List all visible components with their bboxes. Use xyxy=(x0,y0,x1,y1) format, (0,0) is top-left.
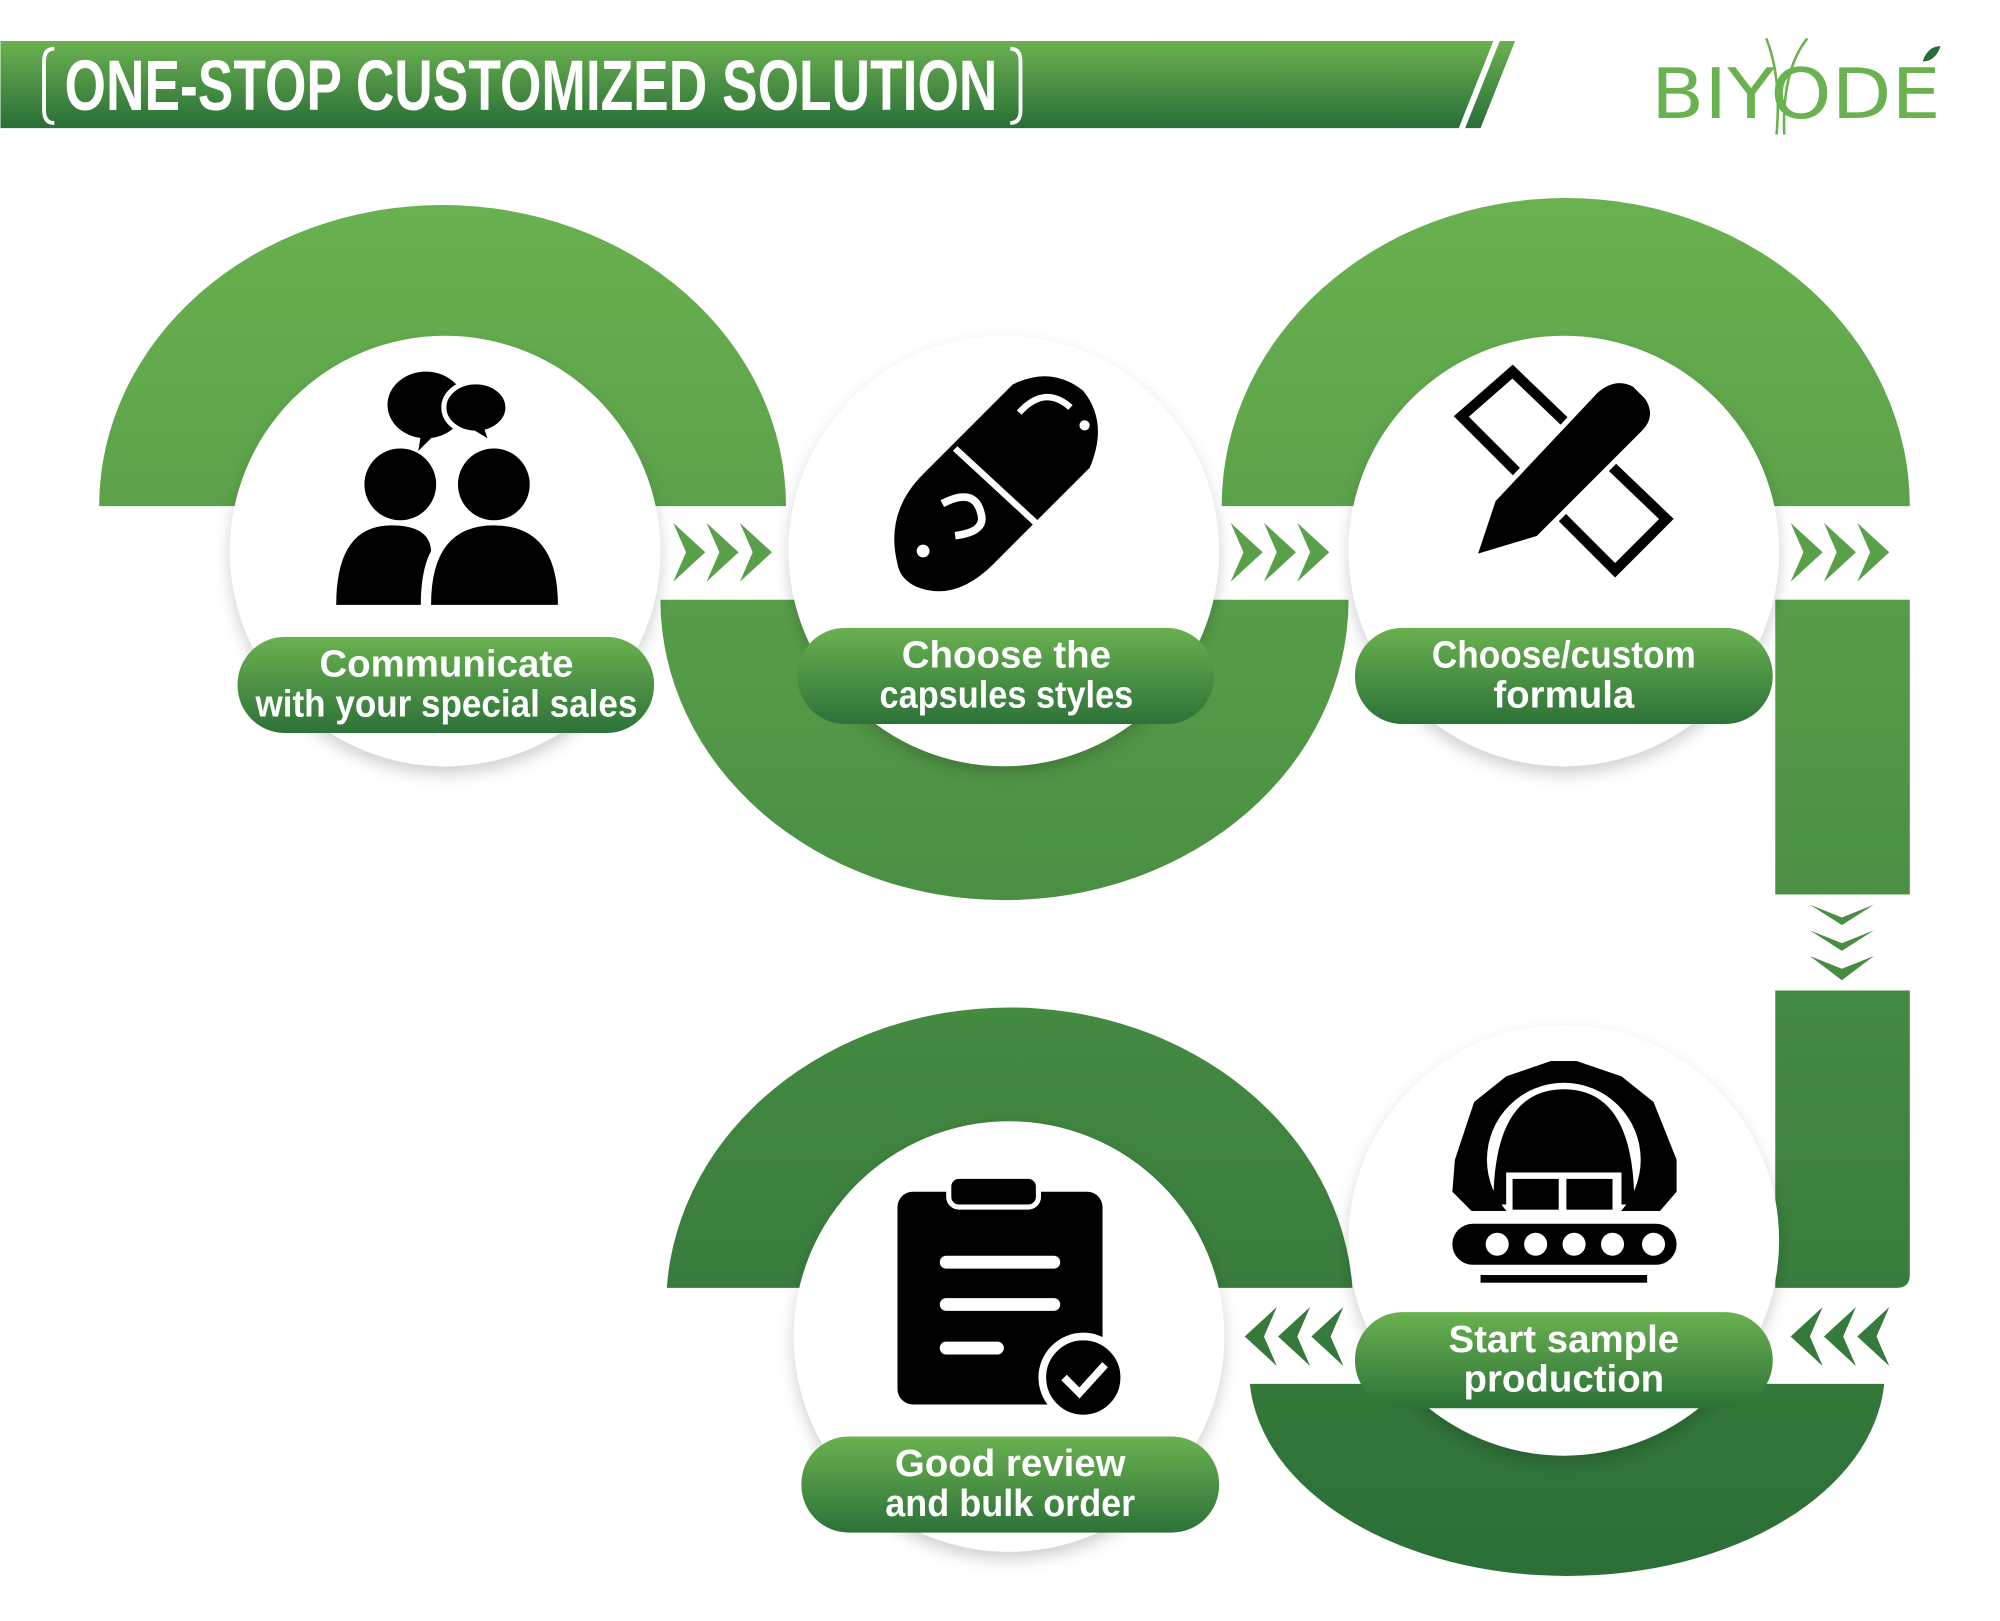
step-label-4: Start sample production xyxy=(1354,1312,1773,1409)
step-1-line-2: with your special sales xyxy=(255,682,638,725)
step-3-line-1: Choose/custom xyxy=(1432,634,1696,677)
chevron-right-icon xyxy=(1230,522,1330,582)
logo-text: BIYODE xyxy=(1651,55,1941,135)
right-bracket xyxy=(1010,46,1023,125)
clipboard-check-icon xyxy=(897,1173,1129,1423)
chevron-left-icon xyxy=(1790,1307,1890,1366)
chevron-right-icon xyxy=(673,522,772,582)
capsule-icon xyxy=(894,376,1098,592)
step-label-1: Communicate with your special sales xyxy=(237,636,655,733)
step-label-2: Choose the capsules styles xyxy=(797,627,1214,725)
header-banner: ONE-STOP CUSTOMIZED SOLUTION xyxy=(0,41,1516,129)
page-title: ONE-STOP CUSTOMIZED SOLUTION xyxy=(65,46,998,126)
pencil-ruler-icon xyxy=(1453,364,1674,578)
arrows xyxy=(673,522,1890,1366)
step-5-line-1: Good review xyxy=(895,1442,1126,1485)
step-5-line-2: and bulk order xyxy=(885,1482,1135,1525)
chevron-right-icon xyxy=(1790,522,1890,582)
factory-conveyor-icon xyxy=(1452,1061,1677,1283)
chevron-left-icon xyxy=(1244,1307,1344,1366)
left-bracket xyxy=(42,46,55,125)
chevron-down-icon xyxy=(1809,904,1874,981)
step-3-line-2: formula xyxy=(1493,673,1635,716)
brand-logo: BIYODE xyxy=(1651,37,1941,135)
step-label-5: Good review and bulk order xyxy=(801,1436,1220,1533)
step-2-line-2: capsules styles xyxy=(880,673,1134,716)
step-4-line-2: production xyxy=(1463,1358,1664,1401)
step-1-line-1: Communicate xyxy=(319,643,573,686)
step-4-line-1: Start sample xyxy=(1448,1318,1679,1361)
step-2-line-1: Choose the xyxy=(902,634,1111,677)
people-chat-icon xyxy=(336,371,558,605)
step-label-3: Choose/custom formula xyxy=(1354,627,1773,725)
